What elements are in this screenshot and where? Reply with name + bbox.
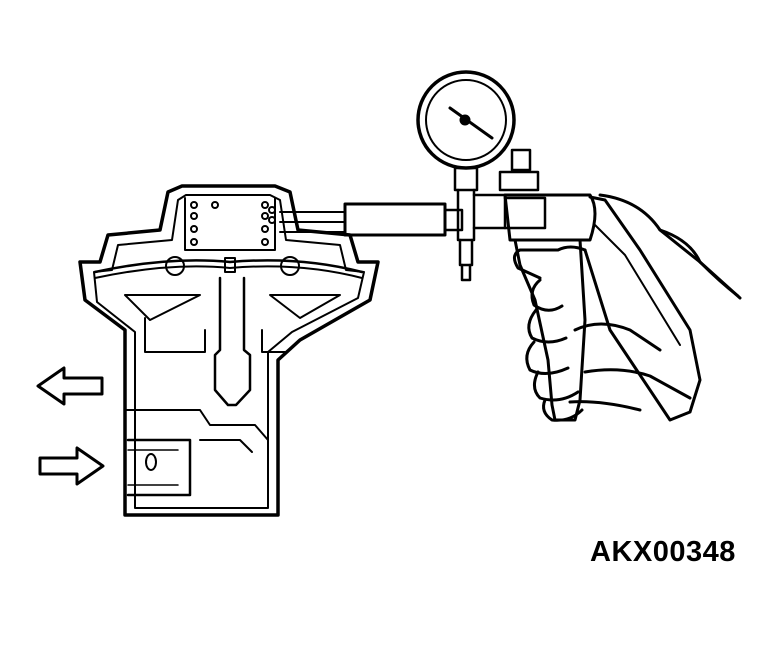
hand-icon	[514, 195, 740, 420]
arrow-left-icon	[38, 368, 102, 404]
pressure-gauge-icon	[418, 72, 514, 280]
connector-hose	[280, 204, 462, 235]
arrow-right-icon	[40, 448, 103, 484]
figure-reference-code: AKX00348	[590, 536, 736, 568]
hand-vacuum-pump-icon	[474, 150, 700, 420]
port-holes	[191, 202, 275, 245]
valve-body-cutaway-icon	[80, 186, 378, 515]
